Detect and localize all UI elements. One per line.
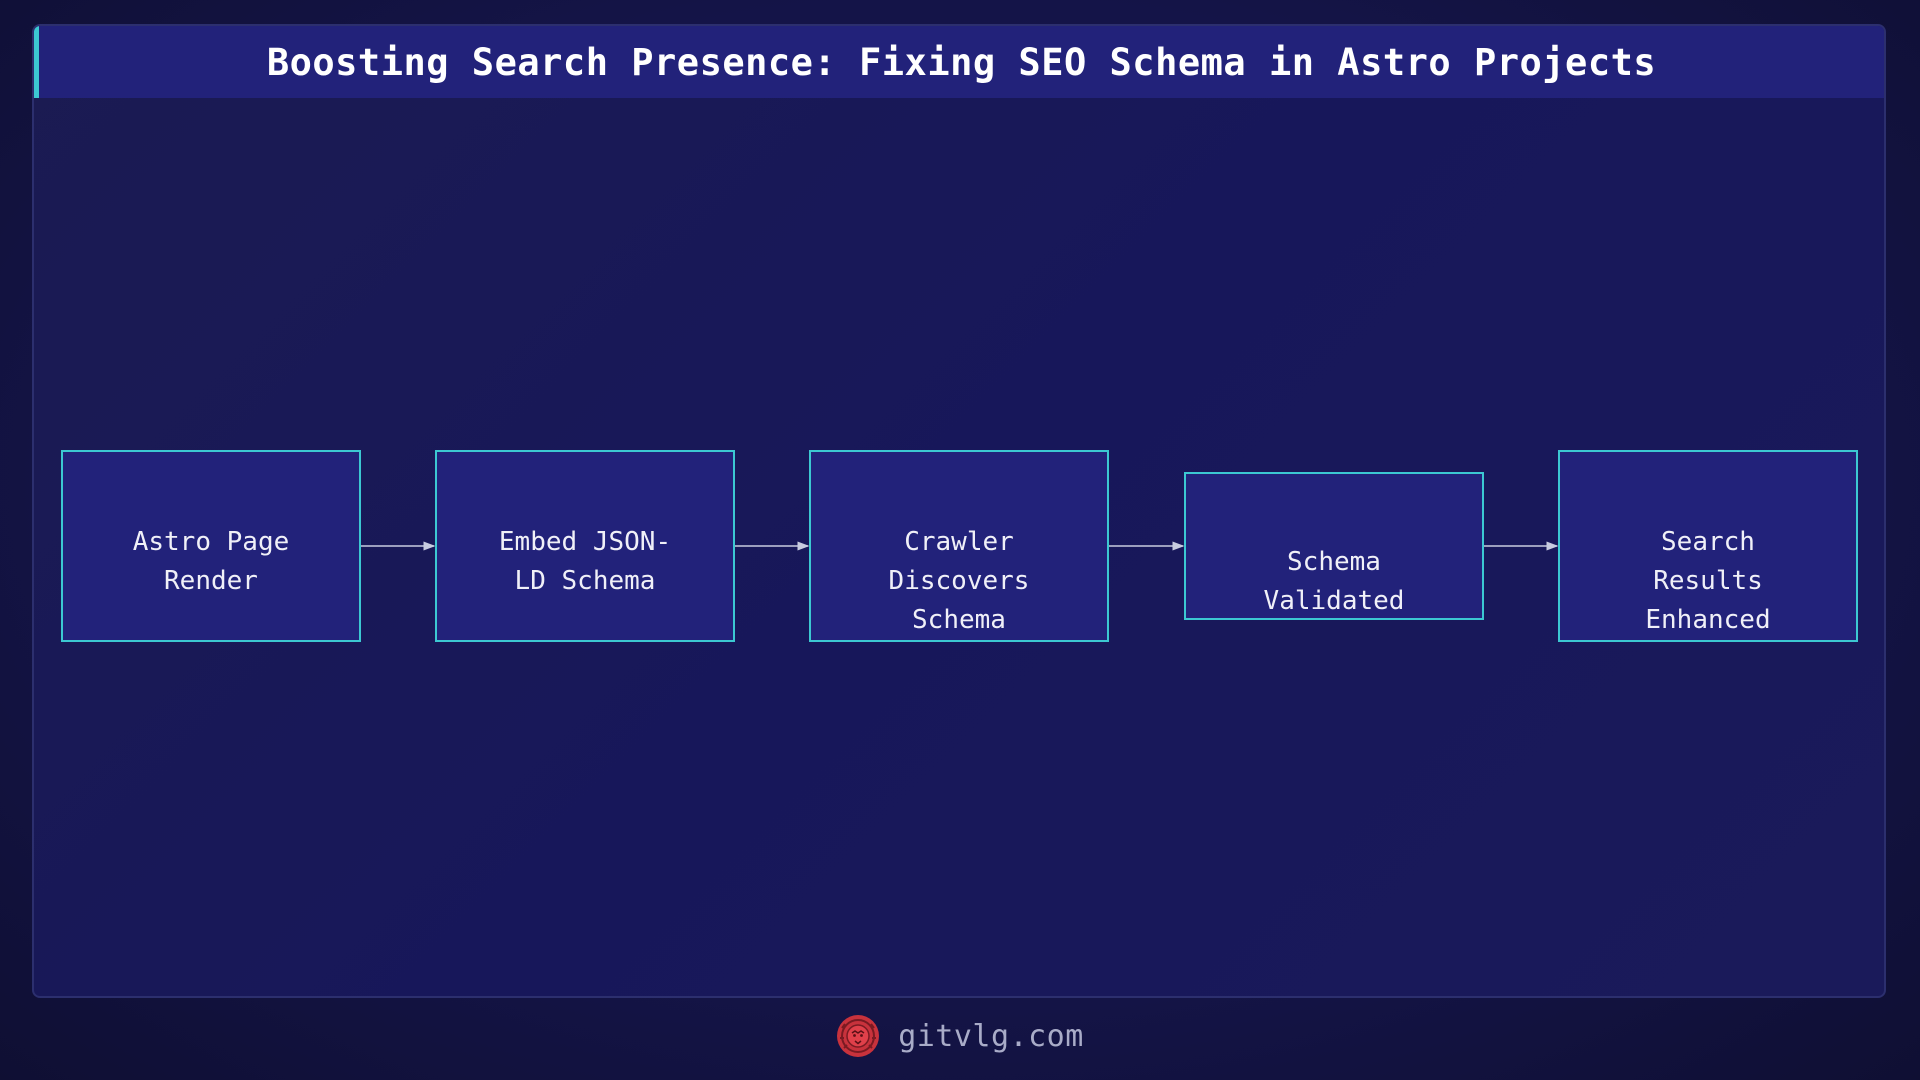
node-embed-json-ld-schema: Embed JSON- LD Schema bbox=[435, 450, 735, 642]
node-label: Schema Validated bbox=[1263, 547, 1405, 616]
node-crawler-discovers-schema: Crawler Discovers Schema bbox=[809, 450, 1109, 642]
node-label: Search Results Enhanced bbox=[1645, 527, 1771, 635]
node-label: Crawler Discovers Schema bbox=[888, 527, 1030, 635]
lion-head-icon bbox=[837, 1015, 880, 1057]
node-label: Astro Page Render bbox=[132, 527, 290, 596]
page-title: Boosting Search Presence: Fixing SEO Sch… bbox=[266, 40, 1657, 84]
footer-site[interactable]: gitvlg.com bbox=[898, 1018, 1084, 1054]
node-schema-validated: Schema Validated bbox=[1184, 472, 1484, 620]
node-search-results-enhanced: Search Results Enhanced bbox=[1558, 450, 1858, 642]
title-bar: Boosting Search Presence: Fixing SEO Sch… bbox=[34, 26, 1884, 98]
footer: gitvlg.com bbox=[0, 1012, 1920, 1060]
node-label: Embed JSON- LD Schema bbox=[498, 527, 672, 596]
node-astro-page-render: Astro Page Render bbox=[61, 450, 361, 642]
